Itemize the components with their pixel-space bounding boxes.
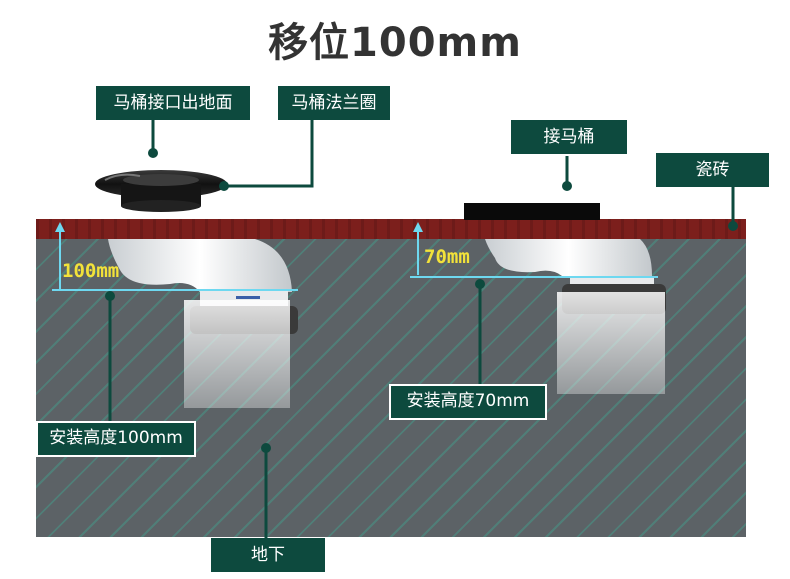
label-flange: 马桶法兰圈 [278, 86, 390, 120]
label-connect: 接马桶 [511, 120, 627, 154]
label-underground: 地下 [211, 538, 325, 572]
dimension-100: 100mm [62, 260, 119, 282]
label-install-100: 安装高度100mm [36, 421, 196, 457]
dimension-70: 70mm [424, 246, 470, 268]
left-pipe [108, 239, 298, 408]
connector-plate [464, 203, 600, 220]
label-tile: 瓷砖 [656, 153, 769, 187]
flange-piece [95, 170, 227, 212]
right-pipe [485, 239, 666, 394]
label-install-70: 安装高度70mm [389, 384, 547, 420]
label-outlet: 马桶接口出地面 [96, 86, 250, 120]
